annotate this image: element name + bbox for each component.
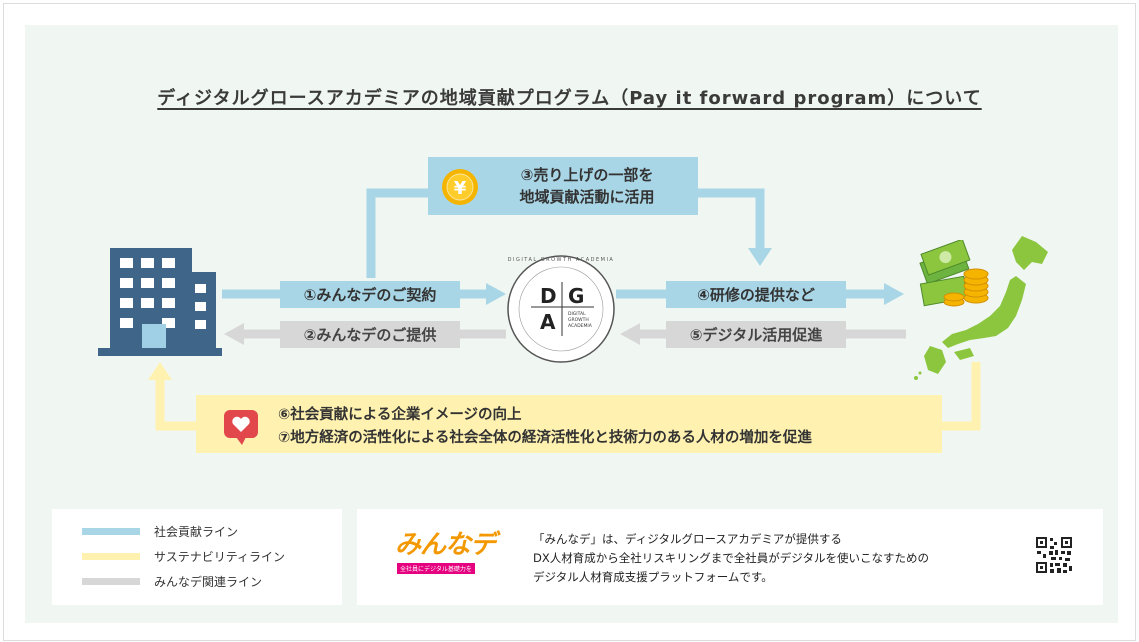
dga-letter-a: A <box>540 310 556 334</box>
legend-swatch-yellow <box>82 553 140 560</box>
page-title: ディジタルグロースアカデミアの地域貢献プログラム（Pay it forward … <box>0 84 1139 110</box>
revenue-line-1: ③売り上げの一部を <box>520 166 654 184</box>
info-line-2: DX人材育成から全社リスキリングまで全社員がデジタルを使いこなすための <box>533 551 929 565</box>
revenue-line-2: 地域貢献活動に活用 <box>519 188 655 206</box>
info-box: みんなデ 全社員にデジタル基礎力を 「みんなデ」は、ディジタルグロースアカデミア… <box>357 509 1103 605</box>
sustainability-box: ⑥社会貢献による企業イメージの向上 ⑦地方経済の活性化による社会全体の経済活性化… <box>196 395 942 453</box>
legend-label-sustainability: サステナビリティライン <box>154 550 286 564</box>
legend-item-minnade: みんなデ関連ライン <box>82 573 262 590</box>
dga-ring-text: DIGITAL GROWTH ACADEMIA <box>507 257 615 263</box>
sustainability-line-1: ⑥社会貢献による企業イメージの向上 <box>278 407 522 423</box>
info-line-3: デジタル人材育成支援プラットフォームです。 <box>533 570 773 584</box>
legend-item-sustainability: サステナビリティライン <box>82 548 285 565</box>
dga-logo-mark <box>507 255 615 363</box>
provide-label: ②みんなデのご提供 <box>280 321 460 348</box>
minnade-logo-text: みんなデ <box>395 530 496 560</box>
svg-text:¥: ¥ <box>454 178 467 199</box>
dga-letter-d: D <box>540 284 557 308</box>
legend-box: 社会貢献ライン サステナビリティライン みんなデ関連ライン <box>52 509 342 605</box>
dga-sub-2: GROWTH <box>568 318 589 323</box>
money-icon <box>919 240 989 307</box>
building-icon <box>98 248 222 356</box>
promotion-label: ⑤デジタル活用促進 <box>666 321 846 348</box>
legend-label-social: 社会貢献ライン <box>154 525 239 539</box>
yellow-arrowhead <box>148 362 172 380</box>
page-title-text: ディジタルグロースアカデミアの地域貢献プログラム（Pay it forward … <box>157 88 982 109</box>
contract-arrowhead <box>486 283 506 305</box>
dga-logo: DIGITAL GROWTH ACADEMIA D G A DIGITAL GR… <box>506 254 616 364</box>
training-arrowhead <box>884 283 904 305</box>
promotion-arrowhead <box>620 323 640 345</box>
qr-code-icon[interactable] <box>1035 536 1073 574</box>
heart-chat-icon <box>224 410 258 445</box>
contract-label: ①みんなデのご契約 <box>280 281 460 308</box>
info-line-1: 「みんなデ」は、ディジタルグロースアカデミアが提供する <box>533 532 842 546</box>
dga-sub-3: ACADEMIA <box>568 324 592 329</box>
training-label: ④研修の提供など <box>666 281 846 308</box>
legend-item-social: 社会貢献ライン <box>82 523 238 540</box>
sustainability-line-2: ⑦地方経済の活性化による社会全体の経済活性化と技術力のある人材の増加を促進 <box>278 430 812 446</box>
top-blue-arrowhead <box>748 248 772 266</box>
minnade-logo-sub: 全社員にデジタル基礎力を <box>397 563 475 574</box>
dga-letter-g: G <box>568 284 585 308</box>
yen-coin-icon: ¥ <box>442 169 478 205</box>
legend-label-minnade: みんなデ関連ライン <box>154 575 263 589</box>
provide-arrowhead <box>224 323 244 345</box>
dga-sub-1: DIGITAL <box>568 312 586 317</box>
legend-swatch-blue <box>82 528 140 535</box>
minnade-logo: みんなデ <box>395 530 496 560</box>
dga-subtext: DIGITAL GROWTH ACADEMIA <box>568 312 592 330</box>
japan-map-icon <box>914 236 1048 380</box>
legend-swatch-gray <box>82 578 140 585</box>
